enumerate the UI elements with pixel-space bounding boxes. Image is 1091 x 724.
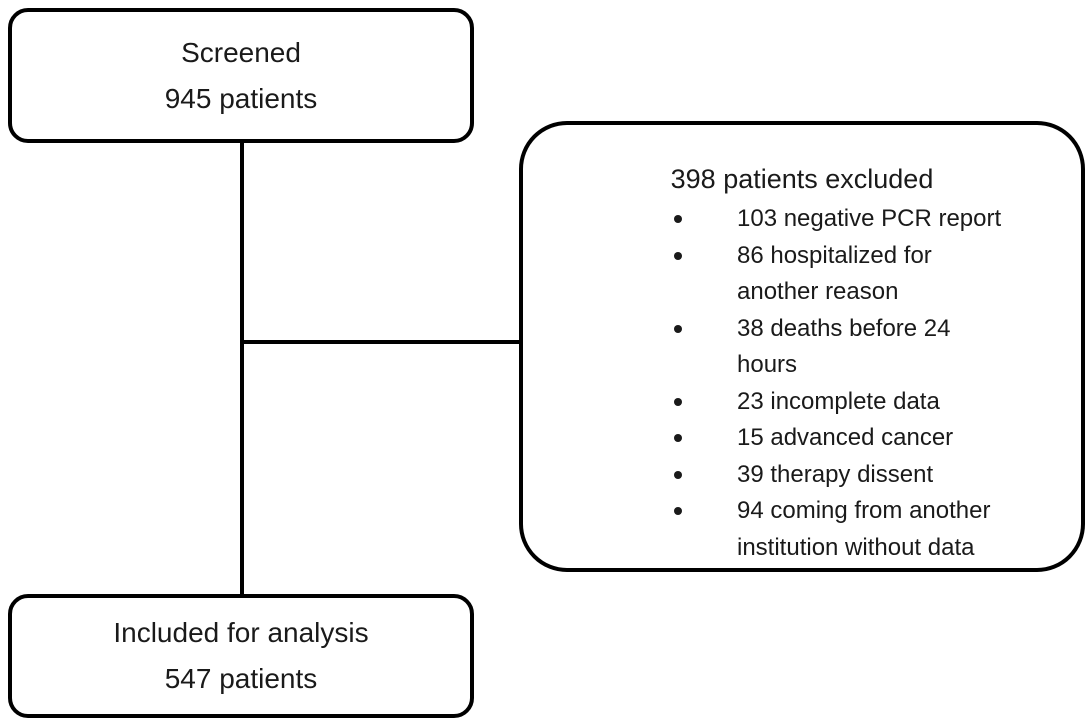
included-box: Included for analysis 547 patients xyxy=(8,594,474,718)
excluded-content: 398 patients excluded 103 negative PCR r… xyxy=(523,125,1081,566)
bullet-icon xyxy=(674,324,682,333)
list-item: 39 therapy dissent xyxy=(553,457,1051,494)
list-item: 86 hospitalized for another reason xyxy=(553,238,1051,311)
included-count: 547 patients xyxy=(164,663,318,694)
connector-screened-to-included xyxy=(240,139,244,596)
list-item: 94 coming from another institution witho… xyxy=(553,493,1051,566)
bullet-icon xyxy=(674,215,682,223)
screened-label: Screened xyxy=(181,36,301,68)
screened-count: 945 patients xyxy=(164,82,318,114)
bullet-icon xyxy=(674,507,682,515)
list-item: 103 negative PCR report xyxy=(553,201,1051,238)
connector-screened-to-excluded xyxy=(240,340,521,344)
reason-label: 23 incomplete data xyxy=(737,387,940,415)
list-item: 38 deaths before 24 hours xyxy=(553,311,1051,384)
reason-label: 94 coming from another institution witho… xyxy=(737,497,991,561)
reason-label: 103 negative PCR report xyxy=(737,205,1002,232)
list-item: 15 advanced cancer xyxy=(553,420,1051,457)
bullet-icon xyxy=(674,251,682,260)
bullet-icon xyxy=(674,434,682,442)
bullet-icon xyxy=(674,397,682,406)
screened-box: Screened 945 patients xyxy=(8,8,474,143)
excluded-box: 398 patients excluded 103 negative PCR r… xyxy=(519,121,1085,572)
reason-label: 38 deaths before 24 hours xyxy=(737,314,951,379)
exclusion-reason-list: 103 negative PCR report 86 hospitalized … xyxy=(553,201,1051,566)
bullet-icon xyxy=(674,470,682,479)
reason-label: 39 therapy dissent xyxy=(737,460,934,488)
excluded-title: 398 patients excluded xyxy=(670,164,934,194)
reason-label: 15 advanced cancer xyxy=(737,424,954,451)
reason-label: 86 hospitalized for another reason xyxy=(737,241,932,306)
list-item: 23 incomplete data xyxy=(553,384,1051,421)
included-label: Included for analysis xyxy=(113,617,369,648)
